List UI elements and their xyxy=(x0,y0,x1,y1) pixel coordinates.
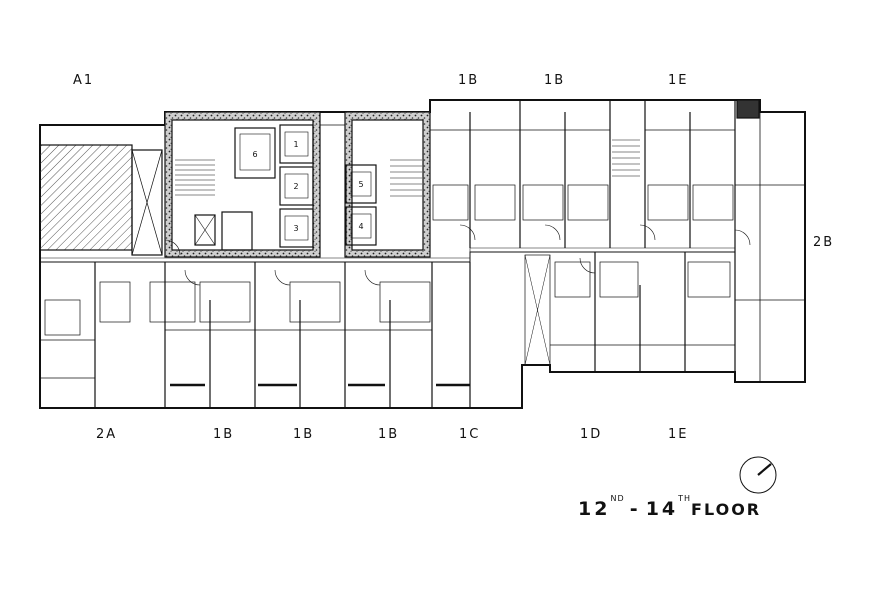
floor-word: FLOOR xyxy=(691,500,762,519)
unit-a1-hatched-area xyxy=(39,144,133,251)
lift-label-3: 3 xyxy=(293,224,298,233)
floor-end: 14 xyxy=(645,498,679,520)
unit-label-1b-top-2: 1B xyxy=(544,73,566,88)
lift-label-6: 6 xyxy=(252,150,257,159)
floor-title: 12ND - 14THFLOOR xyxy=(578,494,762,520)
unit-label-1b-bot-3: 1B xyxy=(378,427,400,442)
north-arrow-icon xyxy=(739,456,777,494)
lift-label-4: 4 xyxy=(358,222,363,231)
lift-label-1: 1 xyxy=(293,140,298,149)
unit-label-1b-top-1: 1B xyxy=(458,73,480,88)
unit-label-1e-top: 1E xyxy=(668,73,689,88)
unit-label-1b-bot-2: 1B xyxy=(293,427,315,442)
floor-start: 12 xyxy=(578,498,611,520)
unit-label-1d: 1D xyxy=(580,427,603,442)
floor-separator: - xyxy=(629,498,641,520)
unit-label-a1: A1 xyxy=(73,73,95,88)
unit-label-1b-bot-1: 1B xyxy=(213,427,235,442)
unit-label-2b: 2B xyxy=(813,235,835,250)
floor-end-suffix: TH xyxy=(678,494,692,503)
lift-label-5: 5 xyxy=(358,180,363,189)
building-outline xyxy=(39,99,806,409)
unit-label-1e-bot: 1E xyxy=(668,427,689,442)
floor-start-suffix: ND xyxy=(610,494,625,503)
lift-label-2: 2 xyxy=(293,182,298,191)
unit-label-2a: 2A xyxy=(96,427,118,442)
unit-label-1c: 1C xyxy=(459,427,481,442)
